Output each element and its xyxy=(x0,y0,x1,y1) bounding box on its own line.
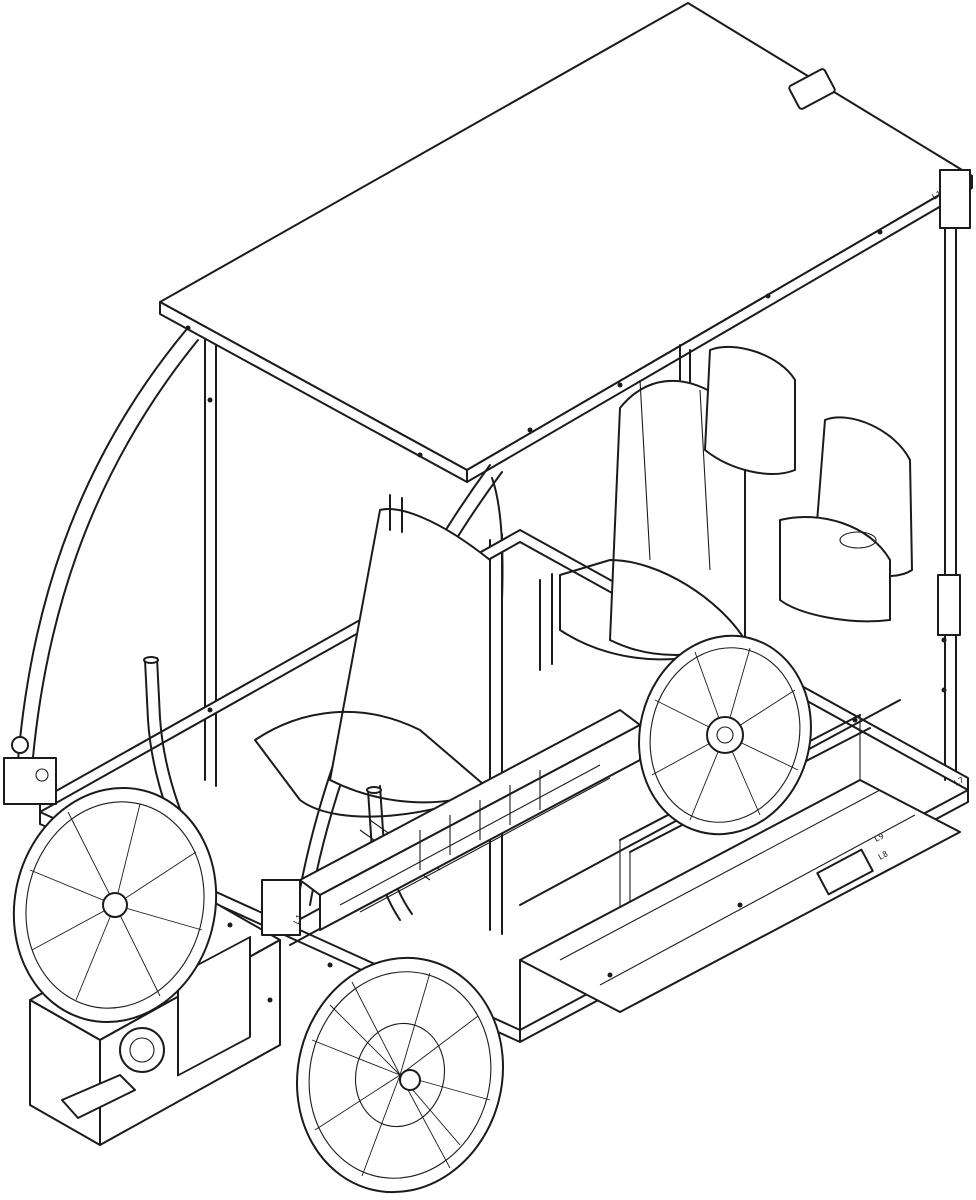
cargo-platform xyxy=(519,779,961,1013)
rear-wheel xyxy=(638,634,812,836)
front-right-hub xyxy=(399,1069,421,1091)
front-clamp xyxy=(261,879,301,936)
part-label-l8: L8 xyxy=(877,849,890,862)
drive-beam xyxy=(299,709,641,931)
front-right-wheel xyxy=(295,956,505,1194)
rear-wheel-hub xyxy=(706,716,744,754)
bolt-heads xyxy=(185,229,947,1003)
front-left-wheel xyxy=(12,786,218,1024)
roof-canopy: L10 xyxy=(159,2,973,483)
front-left-spokes xyxy=(29,803,203,1001)
mounting-brackets xyxy=(3,169,971,936)
part-label-l7: L7 xyxy=(953,775,966,788)
pedal xyxy=(61,1074,136,1119)
part-label-l1: L1 xyxy=(292,913,305,926)
part-labels: L9 L8 L7 L1 xyxy=(292,775,966,926)
control-box xyxy=(177,935,251,1077)
rear-corner-bracket xyxy=(937,574,961,636)
part-label-l9: L9 xyxy=(873,831,886,844)
left-lamp-bracket xyxy=(3,757,57,805)
passenger-bench xyxy=(704,345,913,623)
motor-hub xyxy=(119,1027,165,1073)
top-corner-bracket xyxy=(939,169,971,229)
seat-handle xyxy=(839,531,877,549)
roof-sensor-box xyxy=(788,68,836,110)
cargo-bracket xyxy=(816,848,874,896)
